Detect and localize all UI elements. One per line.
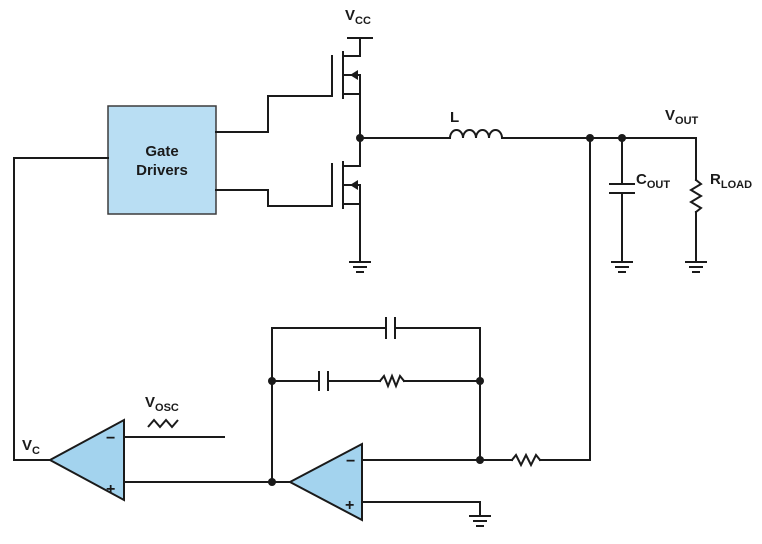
- error-amp-plus-sign: +: [345, 497, 354, 514]
- output-capacitor: [609, 137, 635, 261]
- comparator-minus-sign: −: [106, 430, 115, 447]
- cout-label: COUT: [636, 171, 670, 191]
- high-side-mosfet: [331, 37, 361, 99]
- comparator-plus-sign: +: [106, 481, 115, 498]
- inductor-label: L: [450, 109, 459, 126]
- ground-symbol-error-amp: [469, 515, 491, 527]
- low-side-gate-wire: [215, 189, 333, 207]
- error-amp-minus-sign: −: [346, 453, 355, 470]
- input-resistor: [510, 452, 542, 468]
- vc-feedback-wire: [13, 157, 109, 461]
- vc-label: VC: [22, 437, 40, 457]
- sawtooth-icon: [147, 418, 179, 429]
- load-resistor: [689, 137, 703, 261]
- low-side-mosfet: [331, 161, 361, 209]
- vosc-label: VOSC: [145, 394, 179, 414]
- high-side-gate-wire: [215, 95, 333, 133]
- ground-symbol-rload: [685, 261, 707, 273]
- comp-resistor: [378, 373, 406, 389]
- error-amp-output-junction: [268, 478, 276, 486]
- pwm-comparator: [47, 418, 125, 502]
- comp-top-right-wire: [394, 327, 481, 461]
- vout-label: VOUT: [665, 107, 699, 127]
- ground-symbol-cout: [611, 261, 633, 273]
- error-amp-noninverting-wire: [361, 501, 481, 515]
- gate-drivers-block: Gate Drivers: [107, 105, 217, 215]
- gate-drivers-label-line1: Gate: [145, 143, 178, 160]
- ground-symbol-low-side: [349, 261, 371, 273]
- rload-label: RLOAD: [710, 171, 752, 191]
- gate-drivers-label-line2: Drivers: [136, 162, 188, 179]
- inductor-symbol: [448, 129, 504, 140]
- feedback-wire: [539, 137, 591, 461]
- vcc-label: VCC: [345, 7, 371, 27]
- error-amplifier: [287, 442, 363, 522]
